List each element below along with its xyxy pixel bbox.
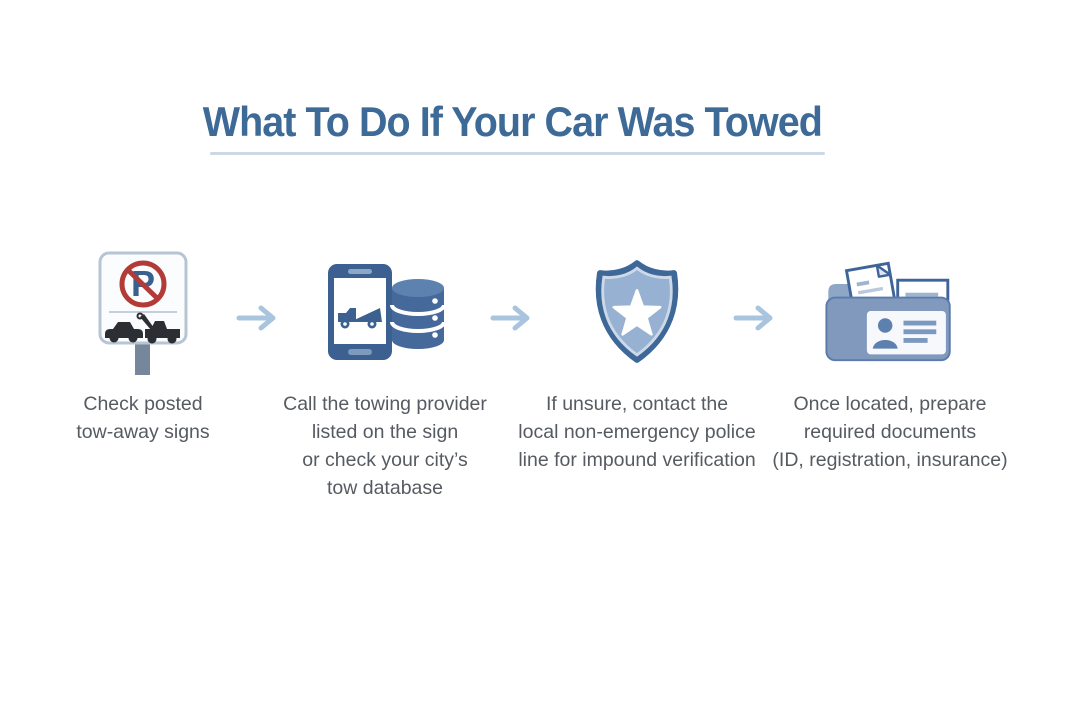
step-3-contact-police: If unsure, contact the local non-emergen… (517, 248, 757, 474)
arrow-right-icon (236, 305, 276, 331)
step-4-caption: Once located, prepare required documents… (772, 393, 1008, 471)
step-2-call-provider: Call the towing provider listed on the s… (265, 248, 505, 502)
page-title: What To Do If Your Car Was Towed (202, 98, 822, 145)
documents-folder-icon (770, 248, 1010, 376)
tow-away-sign-icon: P (33, 248, 253, 376)
arrow-right-icon (490, 305, 530, 331)
police-badge-icon (517, 248, 757, 376)
title-underline (210, 152, 825, 155)
step-2-caption: Call the towing provider listed on the s… (283, 393, 487, 499)
step-3-caption: If unsure, contact the local non-emergen… (518, 393, 756, 471)
step-4-prepare-documents: Once located, prepare required documents… (770, 248, 1010, 474)
phone-tow-database-icon (265, 248, 505, 376)
arrow-right-icon (733, 305, 773, 331)
step-1-caption: Check posted tow-away signs (76, 393, 210, 443)
step-1-check-signs: P Check posted tow-away signs (33, 248, 253, 446)
